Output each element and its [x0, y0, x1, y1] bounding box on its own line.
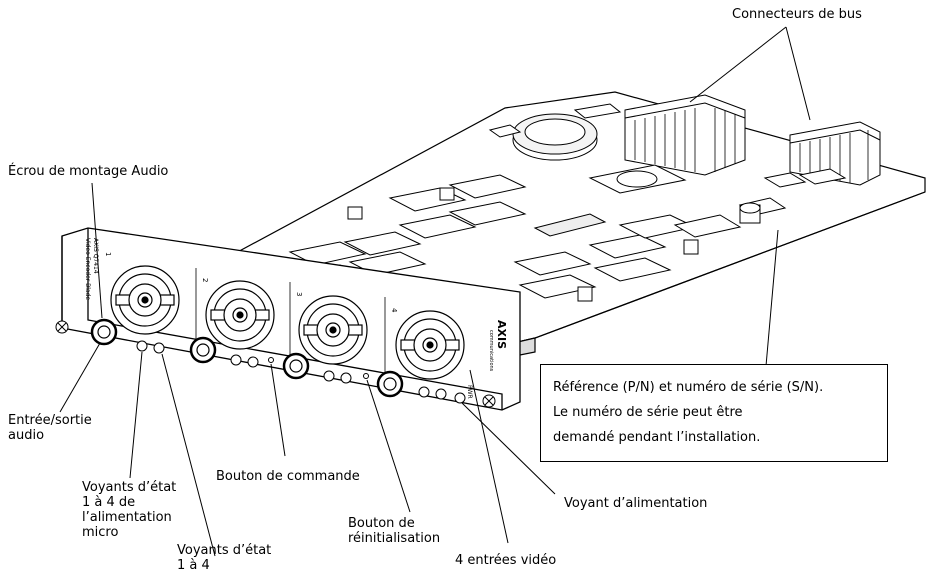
label-power-led: Voyant d’alimentation	[564, 496, 708, 511]
panel-pwr: PWR	[466, 385, 473, 399]
panel-text: AXIS communications AXIS Q7414 Video Enc…	[84, 238, 508, 399]
bus-connector-right	[789, 121, 881, 186]
callout-lines	[59, 26, 811, 557]
info-box-line-3: demandé pendant l’installation.	[553, 430, 761, 445]
label-mic-leds-line-4: micro	[82, 525, 119, 540]
bnc-3	[298, 295, 368, 365]
panel-model: AXIS Q7414	[92, 238, 99, 274]
label-video-inputs: 4 entrées vidéo	[455, 553, 557, 568]
label-control-button: Bouton de commande	[216, 469, 360, 484]
bnc-2	[205, 280, 275, 350]
panel-screws	[55, 320, 496, 408]
label-bus-connectors: Connecteurs de bus	[732, 7, 862, 22]
label-status-leds-line-2: 1 à 4	[177, 558, 210, 573]
label-audio-io: Entrée/sortie audio	[8, 413, 92, 443]
panel-product: Video Encoder Blade	[84, 238, 91, 300]
channel-number-1: 1	[104, 252, 112, 256]
label-mic-leds-line-2: 1 à 4 de	[82, 495, 136, 510]
info-box-line-2: Le numéro de série peut être	[553, 405, 743, 420]
label-mic-leds-line-1: Voyants d’état	[82, 480, 177, 495]
label-reset-button-line-2: réinitialisation	[348, 531, 441, 546]
label-mic-leds: Voyants d’état 1 à 4 de l’alimentation m…	[82, 480, 176, 540]
label-status-leds-line-1: Voyants d’état	[177, 543, 272, 558]
info-box-line-1: Référence (P/N) et numéro de série (S/N)…	[553, 380, 824, 395]
serial-number-info-box: Référence (P/N) et numéro de série (S/N)…	[540, 364, 888, 462]
label-audio-io-line-1: Entrée/sortie	[8, 413, 92, 428]
channel-number-2: 2	[201, 278, 209, 282]
label-reset-button: Bouton de réinitialisation	[348, 516, 440, 546]
panel-brand-sub: communications	[488, 330, 494, 372]
label-reset-button-line-1: Bouton de	[348, 516, 415, 531]
channel-number-3: 3	[295, 292, 303, 296]
label-audio-nut: Écrou de montage Audio	[8, 164, 169, 179]
label-status-leds: Voyants d’état 1 à 4	[177, 543, 271, 573]
battery-icon	[512, 113, 598, 161]
status-leds	[136, 340, 466, 404]
bnc-1	[110, 265, 180, 335]
channel-number-4: 4	[390, 308, 398, 313]
bnc-4	[395, 310, 465, 380]
bnc-connectors	[110, 265, 465, 380]
pin-headers	[347, 187, 761, 302]
bus-connector-left	[624, 94, 746, 176]
label-audio-io-line-2: audio	[8, 428, 45, 443]
audio-jacks	[90, 318, 404, 398]
panel-brand: AXIS	[495, 320, 508, 349]
panel-buttons	[268, 357, 369, 379]
label-mic-leds-line-3: l’alimentation	[82, 510, 172, 525]
